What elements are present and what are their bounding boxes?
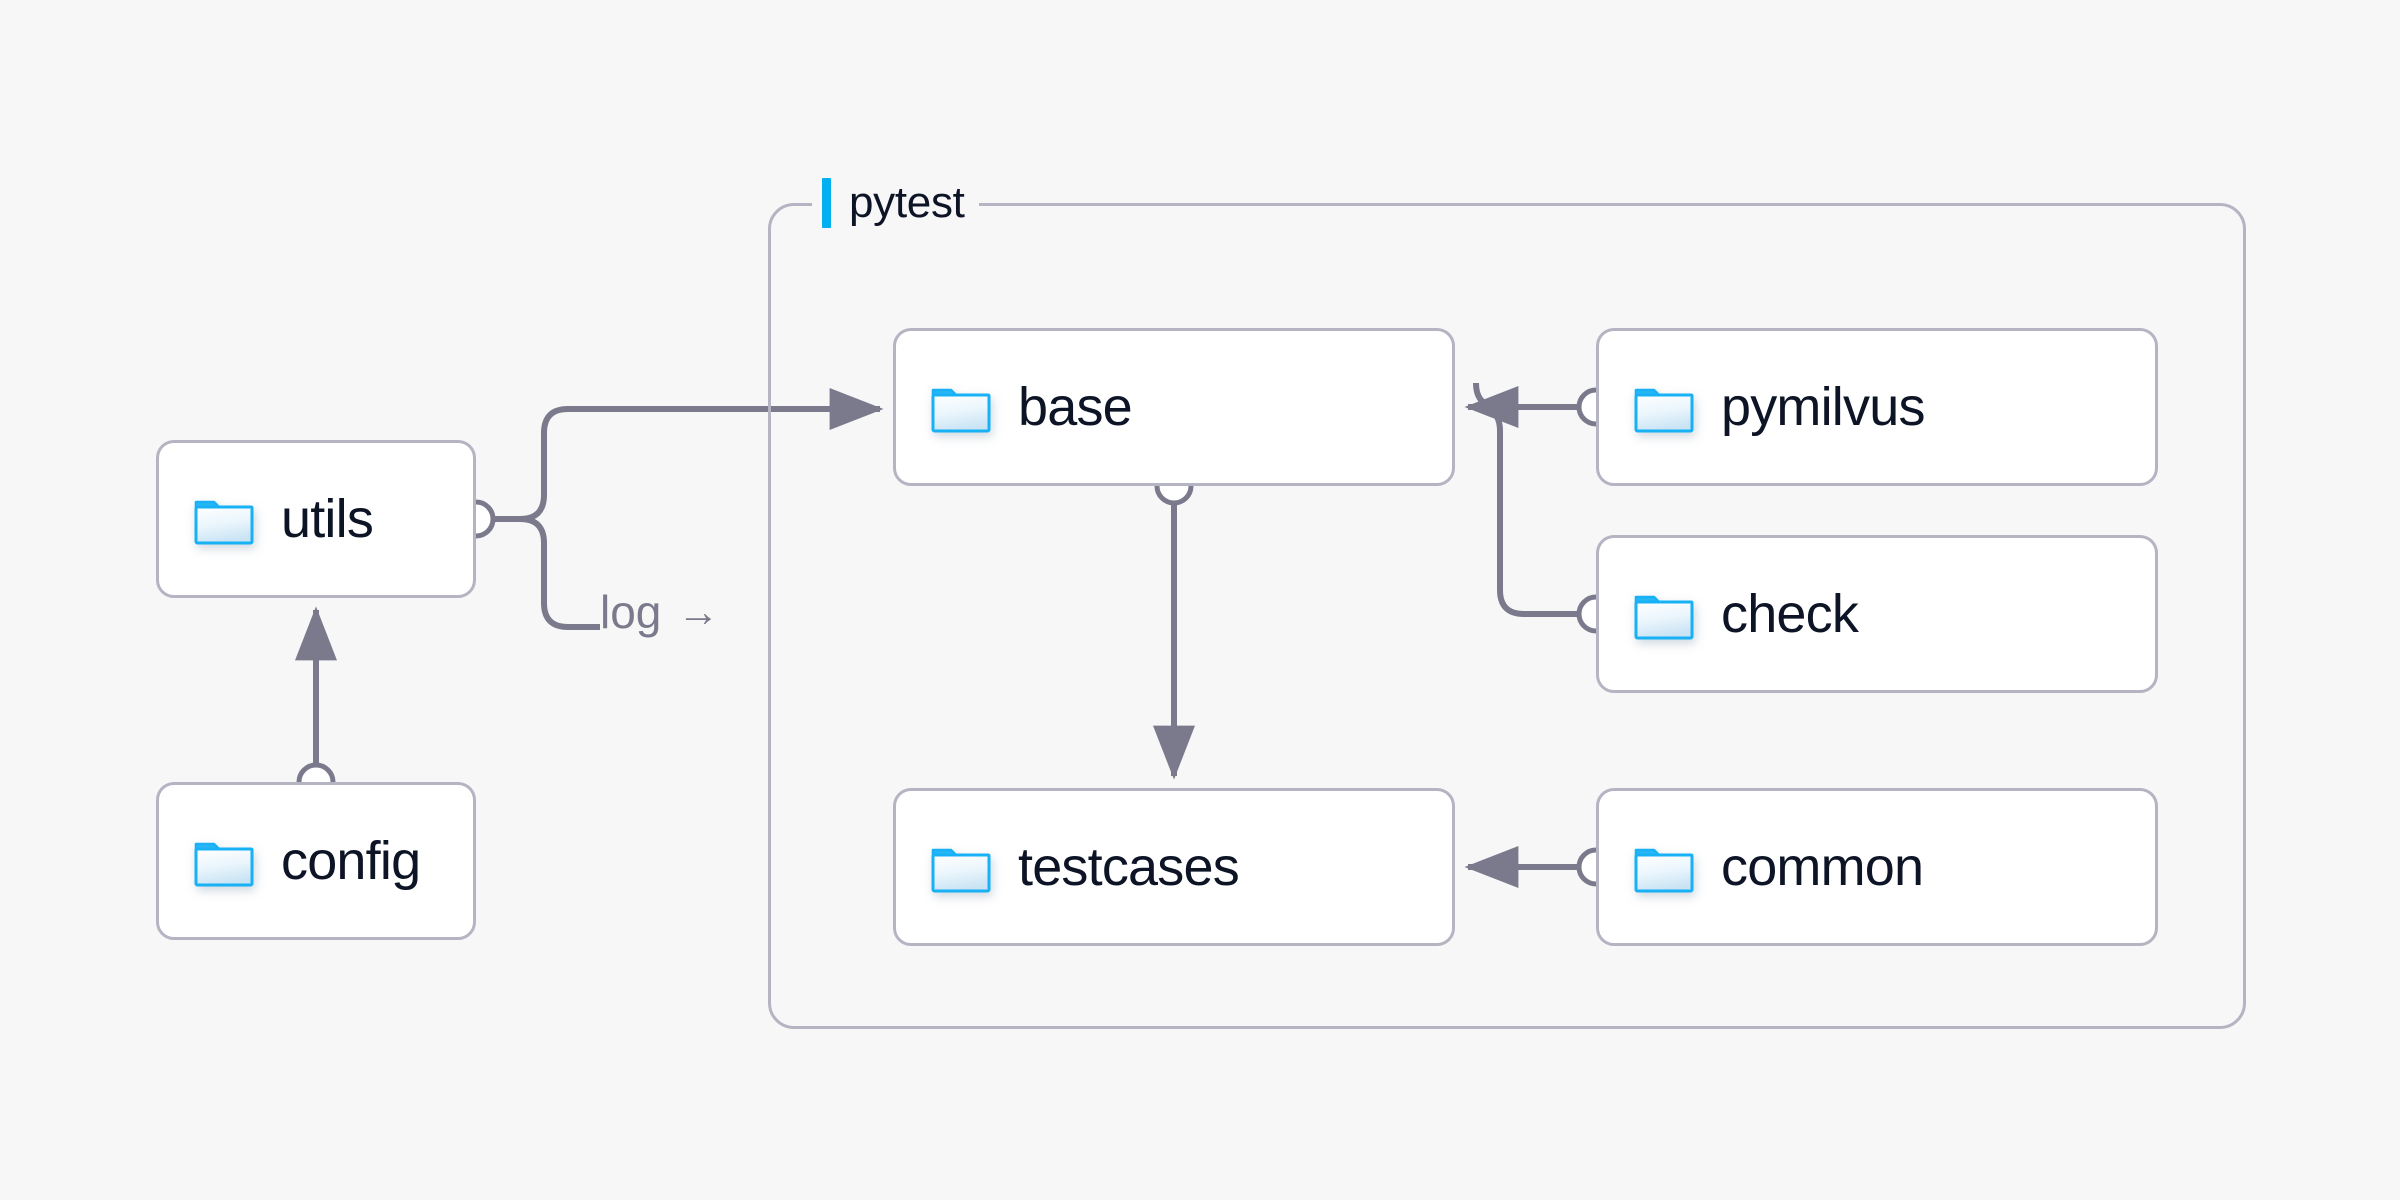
edge-label-log: log →	[600, 589, 719, 635]
node-label: testcases	[1018, 837, 1240, 897]
folder-icon	[1633, 587, 1695, 641]
node-utils[interactable]: utils	[156, 440, 476, 598]
node-label: check	[1721, 584, 1859, 644]
edge-label-text: log	[600, 586, 662, 638]
accent-bar-icon	[822, 178, 831, 228]
arrow-right-icon: →	[677, 588, 720, 635]
folder-icon	[1633, 840, 1695, 894]
node-label: pymilvus	[1721, 377, 1925, 437]
node-base[interactable]: base	[893, 328, 1455, 486]
node-check[interactable]: check	[1596, 535, 2158, 693]
node-common[interactable]: common	[1596, 788, 2158, 946]
node-config[interactable]: config	[156, 782, 476, 940]
folder-icon	[193, 834, 255, 888]
node-label: config	[281, 831, 421, 891]
node-label: utils	[281, 489, 374, 549]
folder-icon	[193, 492, 255, 546]
folder-icon	[930, 380, 992, 434]
group-title: pytest	[849, 178, 965, 227]
edge-utils-to-log	[519, 516, 600, 630]
node-label: common	[1721, 837, 1924, 897]
node-label: base	[1018, 377, 1133, 437]
node-pymilvus[interactable]: pymilvus	[1596, 328, 2158, 486]
group-container-pytest[interactable]	[768, 203, 2246, 1029]
folder-icon	[930, 840, 992, 894]
node-testcases[interactable]: testcases	[893, 788, 1455, 946]
folder-icon	[1633, 380, 1695, 434]
group-label-pytest: pytest	[812, 176, 979, 230]
